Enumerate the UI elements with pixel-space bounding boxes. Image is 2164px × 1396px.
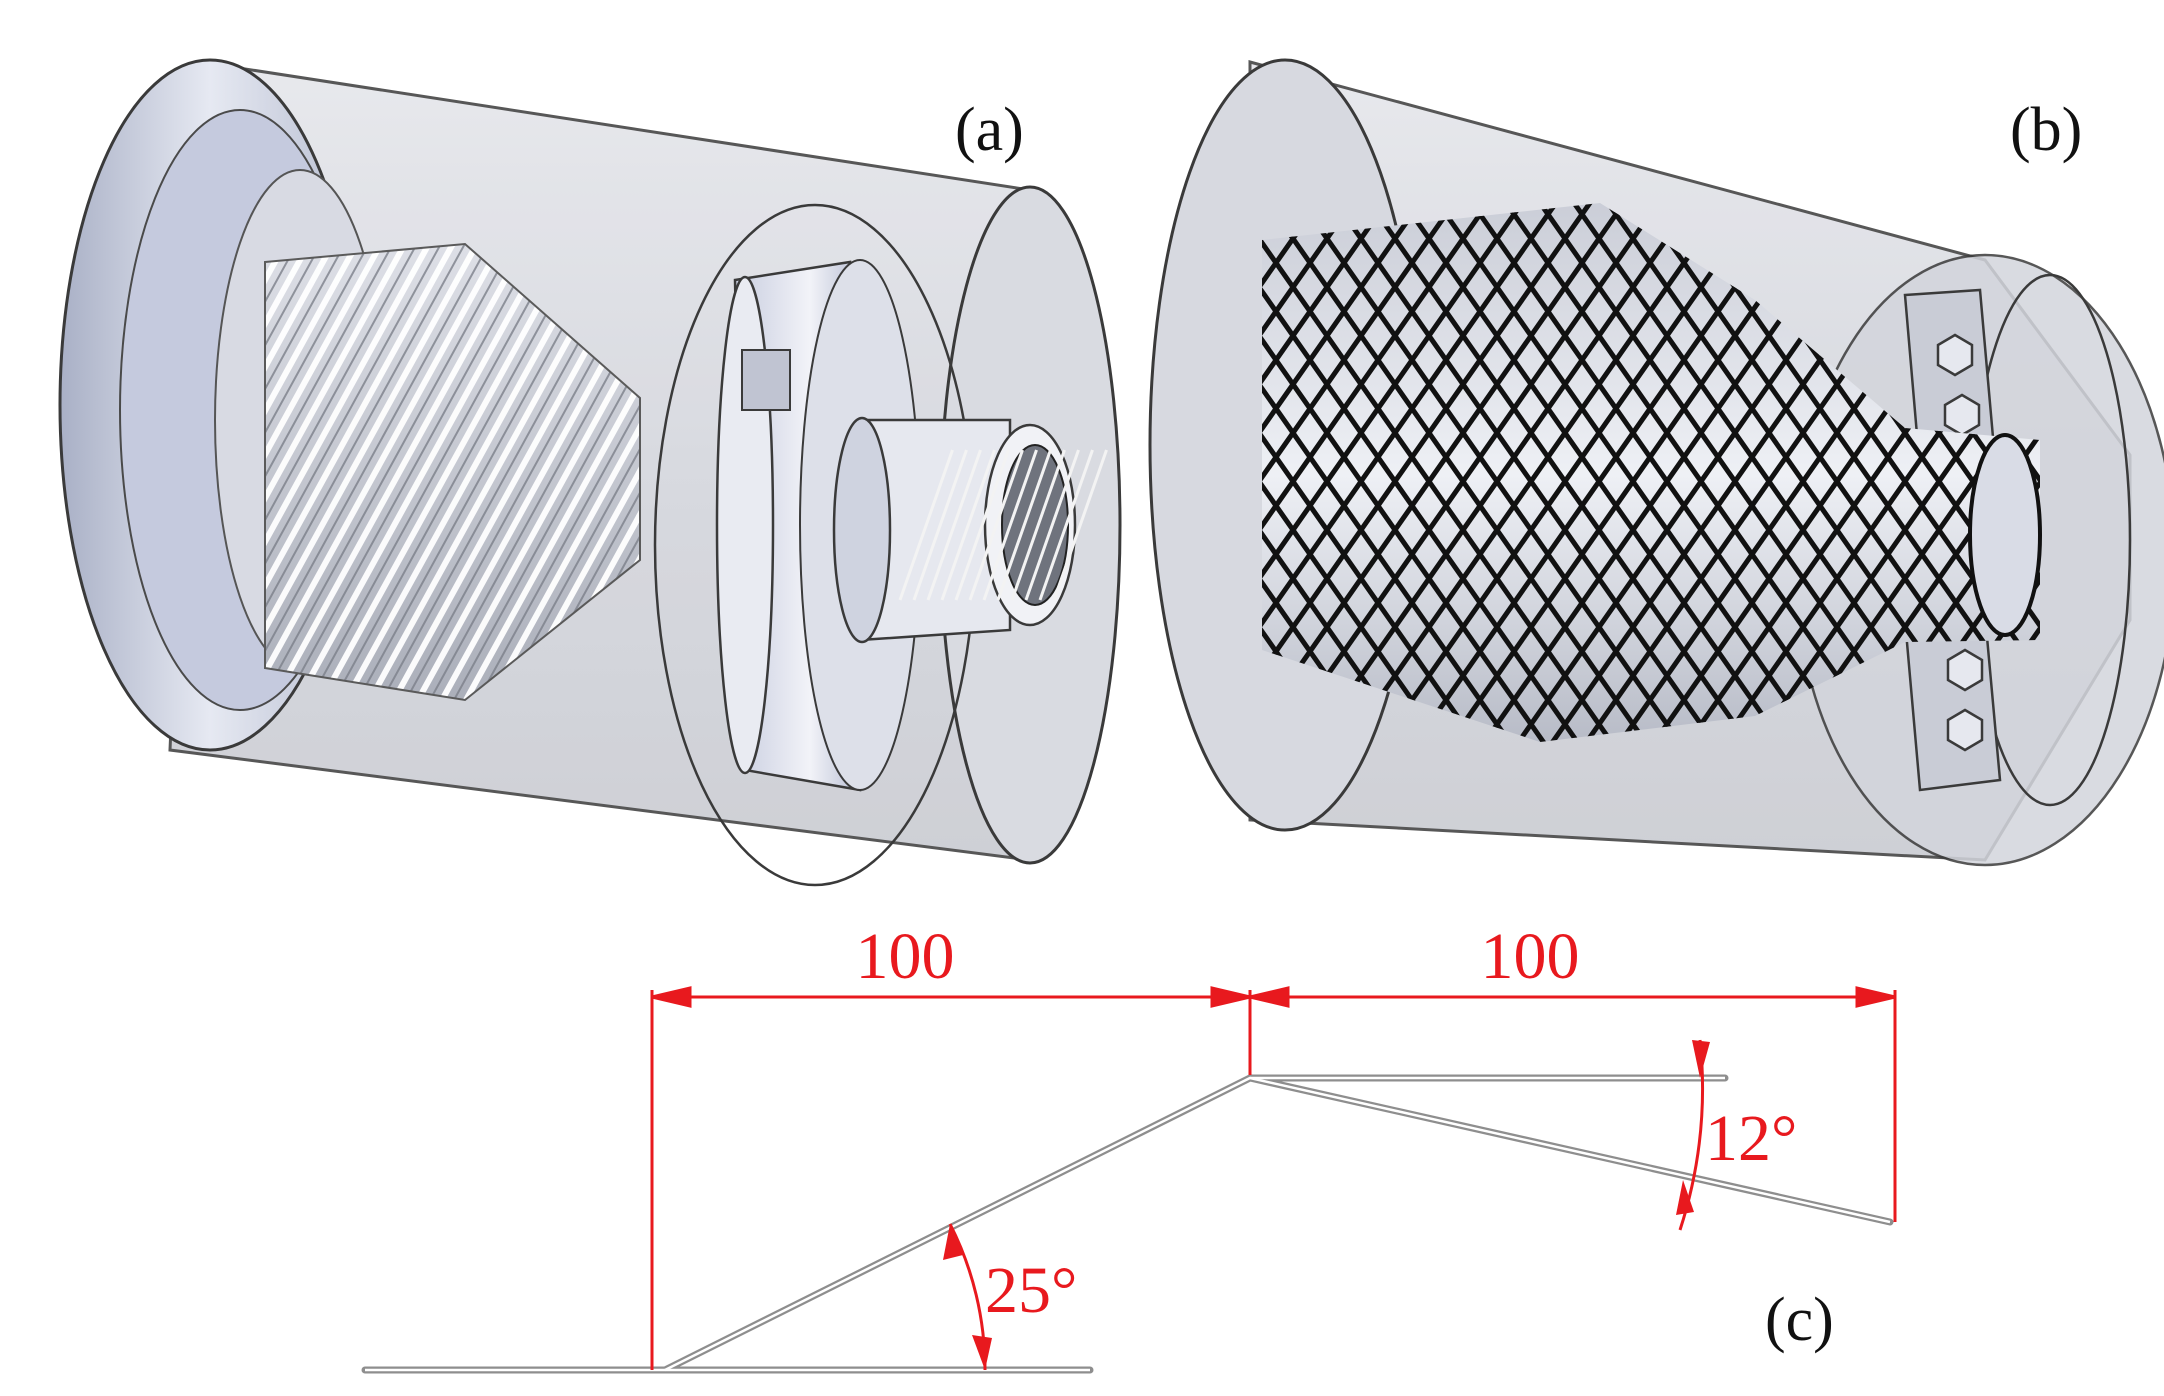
lattice-strut [0,230,41,720]
lattice-strut [1024,449,1080,601]
lattice-strut [265,244,368,700]
lattice-strut [265,244,354,700]
lattice-strut [1262,203,1593,742]
panel-label-c: (c) [1765,1286,1834,1354]
lattice-strut [265,244,498,700]
lattice-strut [308,244,584,700]
lattice-strut [1262,203,1525,742]
lattice-strut [1052,449,1108,601]
lattice-strut [452,244,640,700]
lattice-strut [0,230,5,720]
lattice-strut [1367,203,1772,742]
lattice-strut [1262,203,1423,742]
dimension-left-length: 100 [856,920,955,993]
outlet-opening [1968,433,2042,637]
lattice-strut [1010,449,1066,601]
lattice-strut [1262,203,1534,742]
inlet-angle-label: 25° [985,1254,1077,1327]
lattice-strut [1262,203,1491,742]
panel-b-nozzle-model: (b) [1148,58,2164,867]
lattice-strut [1265,203,1670,742]
lattice-strut [265,244,426,700]
lattice-strut [1038,449,1094,601]
lattice-strut [1299,203,1704,742]
lattice-strut [0,230,53,720]
lattice-strut [1262,203,1466,742]
lattice-strut [265,244,488,700]
nozzle-profile [361,1074,1894,1374]
lattice-strut [298,244,570,700]
outlet-angle-label: 12° [1705,1102,1797,1175]
lattice-strut [418,244,640,700]
lattice-strut [0,230,65,720]
lattice-strut [1262,203,1559,742]
lattice-strut [1262,203,1364,742]
lattice-strut [0,230,17,720]
dimension-lines [650,986,1897,1370]
lattice-strut [1262,203,1500,742]
lattice-strut [428,244,640,700]
lattice-strut [968,449,1024,601]
lattice-strut [996,449,1052,601]
lattice-strut [898,449,954,601]
bolt-bracket [1903,288,2002,792]
lattice-strut [265,244,450,700]
lattice-strut [476,244,640,700]
lattice-strut [1262,203,1432,742]
panel-a-nozzle-model: (a) [0,58,1122,887]
lattice-strut [954,449,1010,601]
lattice-strut [265,244,378,700]
lattice-strut [265,244,330,700]
lattice-strut [940,449,996,601]
lattice-strut [265,244,522,700]
lattice-strut [265,244,464,700]
lattice-strut [982,449,1038,601]
lattice-strut [265,244,536,700]
lattice-strut [284,244,560,700]
lattice-strut [265,244,474,700]
panel-c-profile-drawing: 100 100 25° 12° (c) [361,920,1897,1374]
lattice-strut [1262,203,1398,742]
lattice-strut [265,244,416,700]
dimension-right-length: 100 [1481,920,1580,993]
lattice-strut [926,449,982,601]
lattice-strut [265,244,344,700]
lattice-strut [466,244,640,700]
lattice-strut [265,244,512,700]
lattice-strut [490,244,640,700]
lattice-strut [1262,203,1389,742]
lattice-strut [1262,203,1457,742]
lattice-strut [1333,203,1738,742]
lattice-strut [1741,203,2040,742]
lattice-strut [265,244,320,700]
panel-label-a: (a) [955,96,1024,164]
lattice-strut [265,244,392,700]
lattice-strut [0,230,29,720]
lattice-strut [912,449,968,601]
lattice-strut [265,244,440,700]
lattice-strut [442,244,640,700]
lattice-strut [274,244,546,700]
panel-label-b: (b) [2010,96,2082,164]
lattice-strut [1262,203,1568,742]
lattice-strut [1707,203,2040,742]
